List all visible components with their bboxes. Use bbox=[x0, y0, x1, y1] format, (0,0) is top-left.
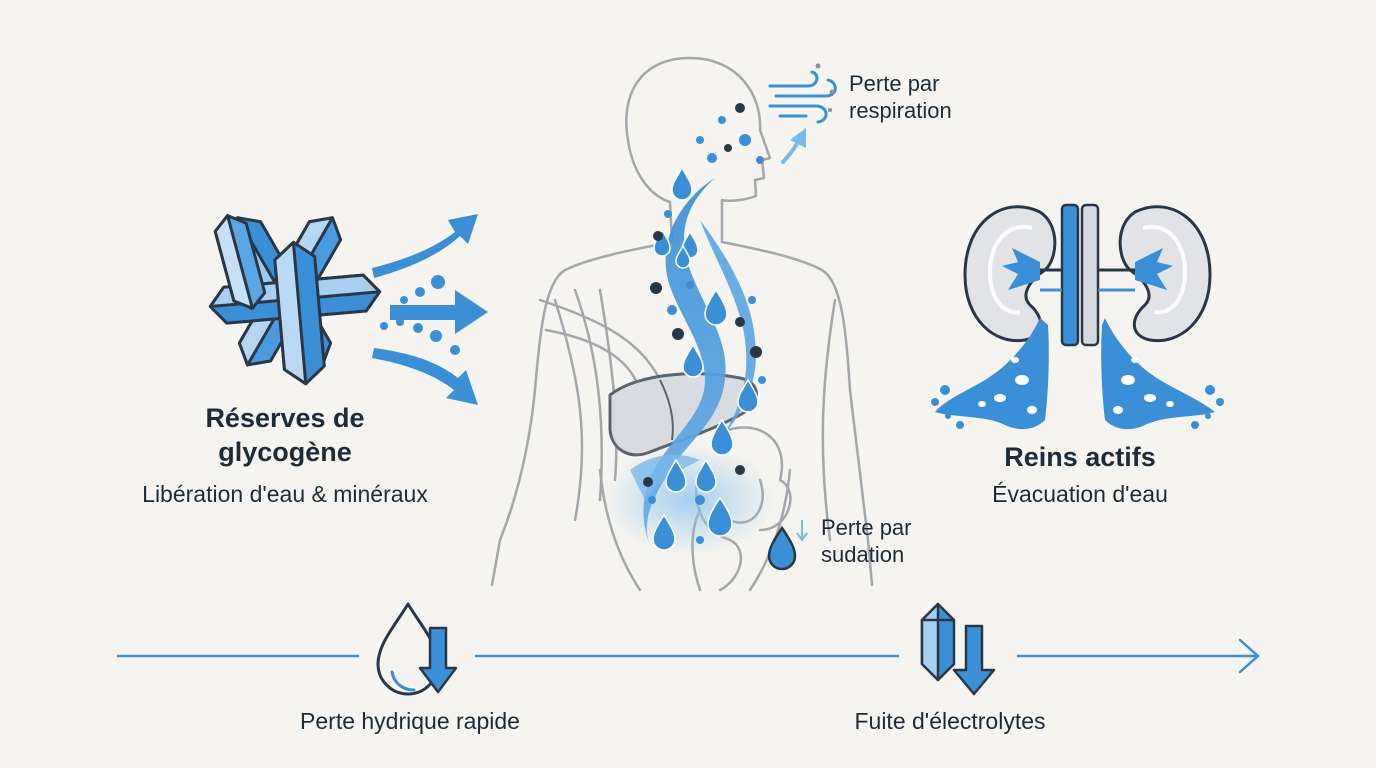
kidney-stream-bubbles bbox=[978, 357, 1174, 414]
glycogen-title-line2: glycogène bbox=[218, 437, 352, 467]
electrolytes-label: Fuite d'électrolytes bbox=[854, 708, 1046, 734]
respiration-line1: Perte par bbox=[849, 71, 940, 96]
bubbles bbox=[643, 103, 766, 544]
kidneys-icon bbox=[963, 203, 1212, 347]
human-body-icon bbox=[490, 56, 874, 592]
water-drops bbox=[652, 166, 759, 551]
crystal-down-icon bbox=[920, 602, 996, 696]
sweat-drop-icon bbox=[767, 520, 808, 571]
kidneys-subtitle: Évacuation d'eau bbox=[992, 481, 1168, 507]
water-drop-down-icon bbox=[376, 602, 458, 696]
flow-arrows bbox=[372, 214, 488, 405]
kidney-water-streams bbox=[931, 318, 1224, 430]
sweat-line1: Perte par bbox=[821, 515, 912, 540]
kidneys-title: Reins actifs bbox=[1004, 442, 1156, 472]
glycogen-title-line1: Réserves de bbox=[205, 403, 365, 433]
water-loss-label: Perte hydrique rapide bbox=[300, 708, 520, 734]
breath-out-arrow bbox=[781, 128, 806, 164]
respiration-label: Perte par respiration bbox=[849, 70, 952, 124]
glycogen-crystals-icon bbox=[208, 214, 382, 386]
glycogen-title: Réserves de glycogène bbox=[170, 401, 400, 469]
sweat-line2: sudation bbox=[821, 542, 905, 567]
breath-wind-icon bbox=[768, 63, 837, 124]
respiration-line2: respiration bbox=[849, 98, 952, 123]
timeline bbox=[116, 638, 1260, 674]
glycogen-subtitle: Libération d'eau & minéraux bbox=[142, 481, 428, 507]
sweat-label: Perte par sudation bbox=[821, 514, 912, 568]
